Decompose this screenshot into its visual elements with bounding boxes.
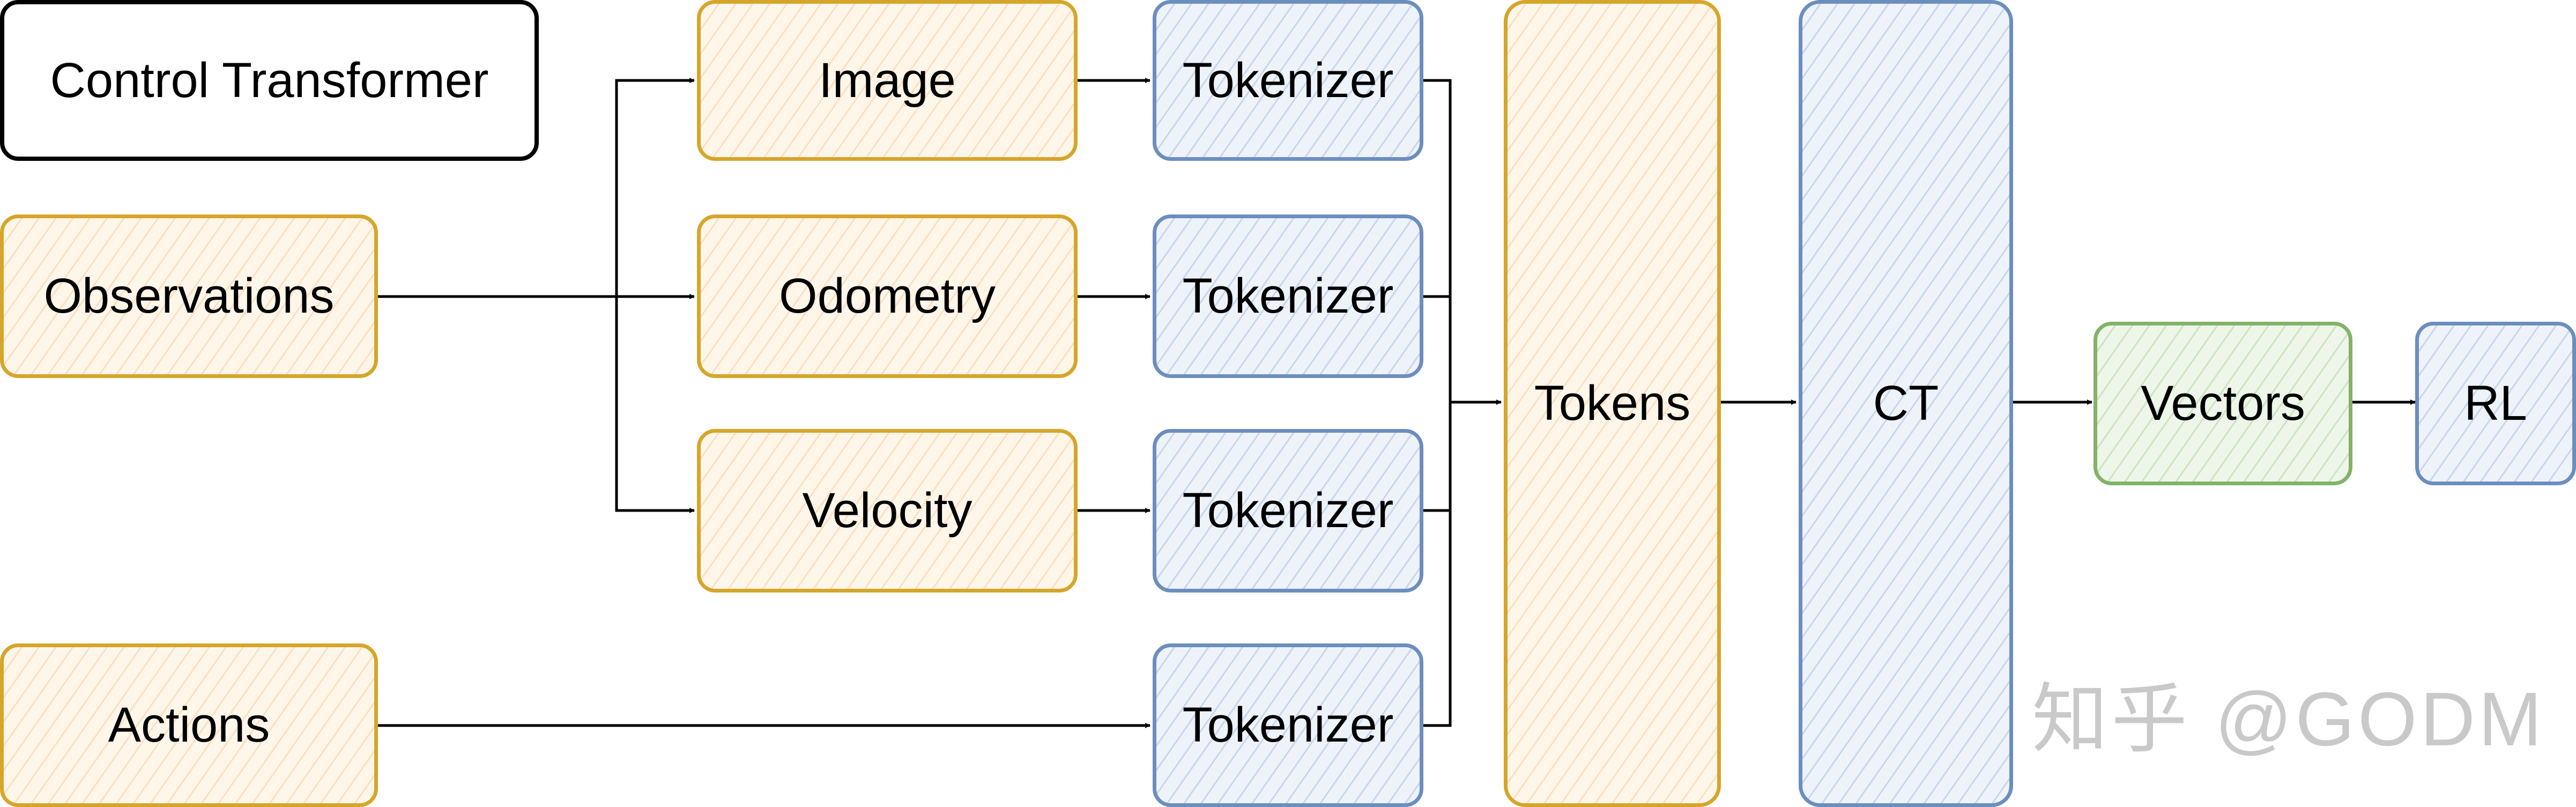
vectors-label: Vectors [2141, 376, 2305, 431]
tokenizer-velocity-label: Tokenizer [1182, 483, 1394, 538]
diagram-title-box: Control Transformer [0, 0, 539, 161]
actions-label: Actions [108, 698, 270, 752]
velocity-node: Velocity [697, 429, 1078, 593]
edge-tokenizer-merge [1423, 79, 1452, 727]
rl-node: RL [2415, 322, 2576, 485]
tokenizer-actions-label: Tokenizer [1182, 698, 1394, 752]
edge-observations-velocity [615, 297, 695, 513]
tokens-node: Tokens [1504, 0, 1721, 807]
rl-label: RL [2464, 376, 2527, 431]
tokenizer-image-label: Tokenizer [1182, 53, 1394, 108]
velocity-label: Velocity [802, 483, 973, 538]
edge-observations-image [615, 78, 695, 297]
observations-node: Observations [0, 214, 378, 378]
tokenizer-odometry-node: Tokenizer [1153, 214, 1423, 378]
watermark-text: 知乎 @GODM [2032, 677, 2545, 762]
vectors-node: Vectors [2094, 322, 2352, 485]
tokens-label: Tokens [1534, 376, 1691, 431]
actions-node: Actions [0, 643, 378, 807]
tokenizer-image-node: Tokenizer [1153, 0, 1423, 161]
tokenizer-actions-node: Tokenizer [1153, 643, 1423, 807]
ct-label: CT [1873, 376, 1939, 431]
ct-node: CT [1799, 0, 2013, 807]
odometry-node: Odometry [697, 214, 1078, 378]
odometry-label: Odometry [779, 269, 996, 323]
tokenizer-velocity-node: Tokenizer [1153, 429, 1423, 593]
image-node: Image [697, 0, 1078, 161]
image-label: Image [819, 53, 956, 108]
diagram-title: Control Transformer [50, 53, 489, 108]
tokenizer-odometry-label: Tokenizer [1182, 269, 1394, 323]
observations-label: Observations [43, 269, 335, 323]
